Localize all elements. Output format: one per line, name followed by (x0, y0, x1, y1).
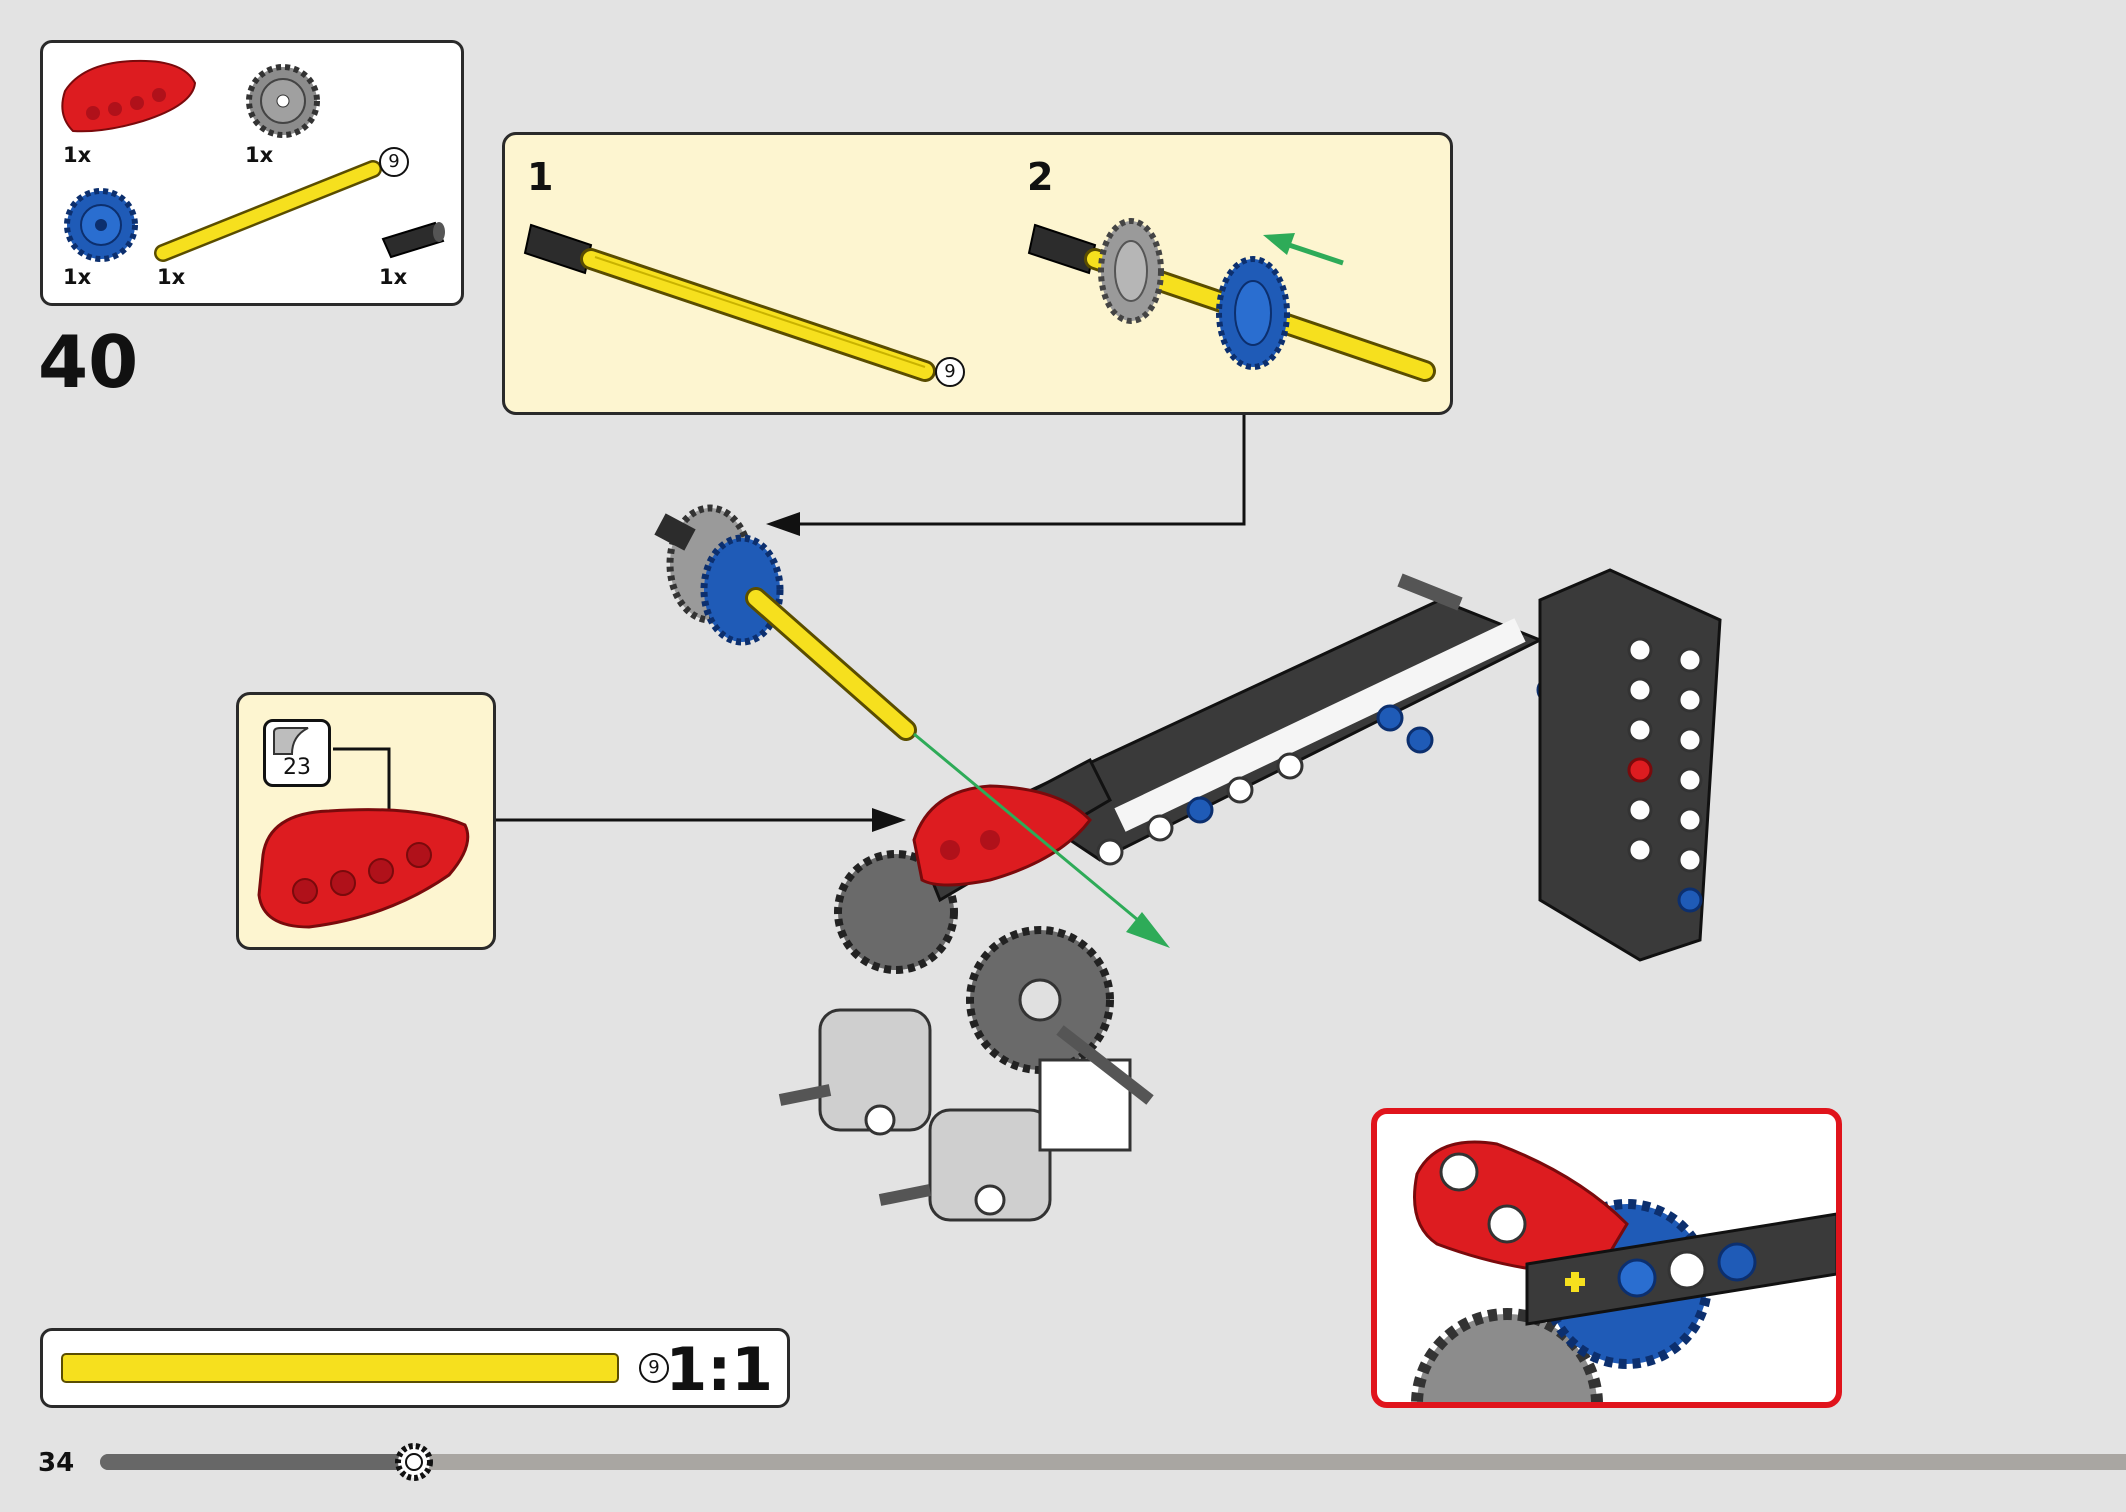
black-connector-icon (381, 221, 445, 259)
substep-number: 1 (527, 155, 554, 199)
zoom-illustration (1411, 1140, 1836, 1402)
gear-progress-icon (395, 1443, 434, 1481)
axle-length-label: 9 (639, 1353, 669, 1383)
substep-panel: 1 2 9 (502, 132, 1453, 415)
parts-list-panel: 1x 1x 1x 1x 1x 9 (40, 40, 464, 306)
part-qty: 1x (157, 265, 186, 289)
gray-gear-icon (246, 64, 320, 138)
yellow-axle-icon (154, 160, 382, 262)
scale-panel: 9 1:1 (40, 1328, 790, 1408)
part-count-badge: 23 (263, 719, 331, 787)
part-qty: 1x (63, 265, 92, 289)
blue-gear-icon (64, 188, 138, 262)
axle-length-label: 9 (935, 357, 965, 387)
substep-illustrations (523, 218, 1436, 382)
parts-illustrations (61, 59, 445, 262)
substep-number: 2 (1027, 155, 1054, 199)
progress-track (100, 1443, 2126, 1481)
bag-icon (273, 727, 309, 755)
part-qty: 1x (63, 143, 92, 167)
part-count-label: 23 (283, 755, 311, 780)
red-curved-beam-icon (61, 59, 197, 133)
axle-length-label: 9 (379, 147, 409, 177)
part-qty: 1x (245, 143, 274, 167)
step-number: 40 (38, 320, 139, 404)
zoom-detail-panel (1371, 1108, 1842, 1408)
callout-panel: 23 (236, 692, 496, 950)
axle-scale-bar (61, 1353, 619, 1383)
callout-illustration (257, 747, 470, 929)
page-number: 34 (38, 1448, 75, 1478)
scale-ratio: 1:1 (665, 1335, 774, 1405)
green-arrow-icon (1263, 233, 1344, 266)
progress-fill (100, 1454, 415, 1470)
gear-assembly-icon (1027, 218, 1436, 382)
part-qty: 1x (379, 265, 408, 289)
axle-with-connector-icon (523, 223, 936, 382)
